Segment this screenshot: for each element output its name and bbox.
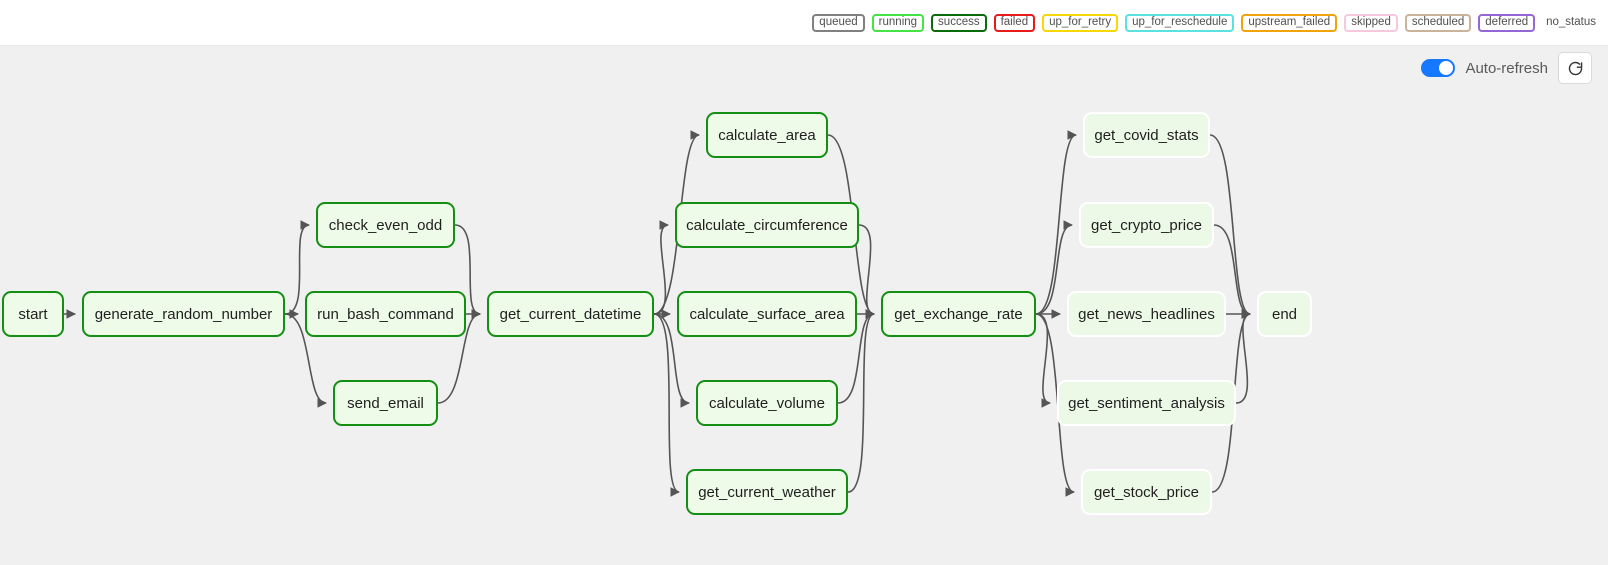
task-node-label: end (1271, 305, 1298, 323)
task-node-check-even-odd[interactable]: check_even_odd (316, 202, 455, 248)
dag-edge (847, 309, 875, 493)
legend-chip-upstream-failed[interactable]: upstream_failed (1241, 14, 1338, 32)
legend-chip-queued[interactable]: queued (812, 14, 865, 32)
task-node-end[interactable]: end (1257, 291, 1312, 337)
task-node-label: send_email (347, 394, 424, 412)
task-node-label: get_news_headlines (1078, 305, 1215, 323)
task-node-label: get_current_weather (698, 483, 836, 501)
legend-chip-skipped[interactable]: skipped (1344, 14, 1398, 32)
auto-refresh-toggle[interactable] (1421, 59, 1456, 77)
legend-chip-deferred[interactable]: deferred (1478, 14, 1536, 32)
task-node-generate-random-number[interactable]: generate_random_number (82, 291, 285, 337)
task-node-start[interactable]: start (2, 291, 64, 337)
dag-edge (858, 224, 875, 319)
auto-refresh-label: Auto-refresh (1465, 59, 1548, 77)
legend-chip-failed[interactable]: failed (993, 14, 1036, 32)
dag-edge (437, 309, 481, 404)
task-node-label: calculate_circumference (686, 216, 848, 234)
task-node-label: get_crypto_price (1091, 216, 1202, 234)
dag-edge (653, 313, 680, 497)
task-node-run-bash-command[interactable]: run_bash_command (305, 291, 466, 337)
legend-chip-success[interactable]: success (931, 14, 987, 32)
task-node-label: start (18, 305, 48, 323)
task-node-calculate-circumference[interactable]: calculate_circumference (675, 202, 859, 248)
task-node-calculate-surface-area[interactable]: calculate_surface_area (677, 291, 857, 337)
task-node-get-stock-price[interactable]: get_stock_price (1081, 469, 1212, 515)
dag-graph: start generate_random_number check_even_od… (0, 46, 1608, 565)
task-node-label: generate_random_number (94, 305, 273, 323)
task-node-get-exchange-rate[interactable]: get_exchange_rate (881, 291, 1036, 337)
task-node-label: calculate_volume (709, 394, 825, 412)
task-node-label: get_current_datetime (499, 305, 642, 323)
refresh-button[interactable] (1558, 52, 1592, 84)
task-node-label: calculate_surface_area (689, 305, 845, 323)
dag-edge (1035, 130, 1077, 315)
task-node-label: check_even_odd (328, 216, 443, 234)
legend-chip-up-for-reschedule[interactable]: up_for_reschedule (1125, 14, 1235, 32)
dag-edge (1209, 134, 1251, 319)
task-node-calculate-area[interactable]: calculate_area (706, 112, 828, 158)
dag-edge (1235, 309, 1251, 404)
task-node-label: get_stock_price (1093, 483, 1200, 501)
task-node-label: run_bash_command (317, 305, 454, 323)
task-node-get-current-weather[interactable]: get_current_weather (686, 469, 848, 515)
legend-chip-running[interactable]: running (871, 14, 925, 32)
task-node-label: get_exchange_rate (894, 305, 1023, 323)
dag-edge (653, 220, 669, 315)
status-legend-header: queued running success failed up_for_retry up… (0, 0, 1608, 46)
task-node-label: calculate_area (718, 126, 816, 144)
task-node-label: get_covid_stats (1094, 126, 1199, 144)
task-node-get-crypto-price[interactable]: get_crypto_price (1079, 202, 1214, 248)
legend-chip-no-status[interactable]: no_status (1546, 16, 1596, 29)
task-node-get-news-headlines[interactable]: get_news_headlines (1067, 291, 1226, 337)
dag-edge (284, 313, 327, 408)
dag-edge (653, 313, 690, 408)
task-status-legend: queued running success failed up_for_retry up… (812, 0, 1600, 46)
legend-chip-scheduled[interactable]: scheduled (1404, 14, 1472, 32)
task-node-send-email[interactable]: send_email (333, 380, 438, 426)
refresh-icon (1567, 60, 1584, 77)
task-node-label: get_sentiment_analysis (1068, 394, 1225, 412)
dag-edge (1035, 220, 1073, 315)
legend-chip-up-for-retry[interactable]: up_for_retry (1042, 14, 1119, 32)
task-node-get-current-datetime[interactable]: get_current_datetime (487, 291, 654, 337)
toggle-knob (1439, 61, 1454, 75)
task-node-calculate-volume[interactable]: calculate_volume (696, 380, 838, 426)
task-node-get-covid-stats[interactable]: get_covid_stats (1083, 112, 1210, 158)
graph-toolbar: Auto-refresh (1421, 46, 1592, 90)
task-node-get-sentiment-analysis[interactable]: get_sentiment_analysis (1057, 380, 1236, 426)
